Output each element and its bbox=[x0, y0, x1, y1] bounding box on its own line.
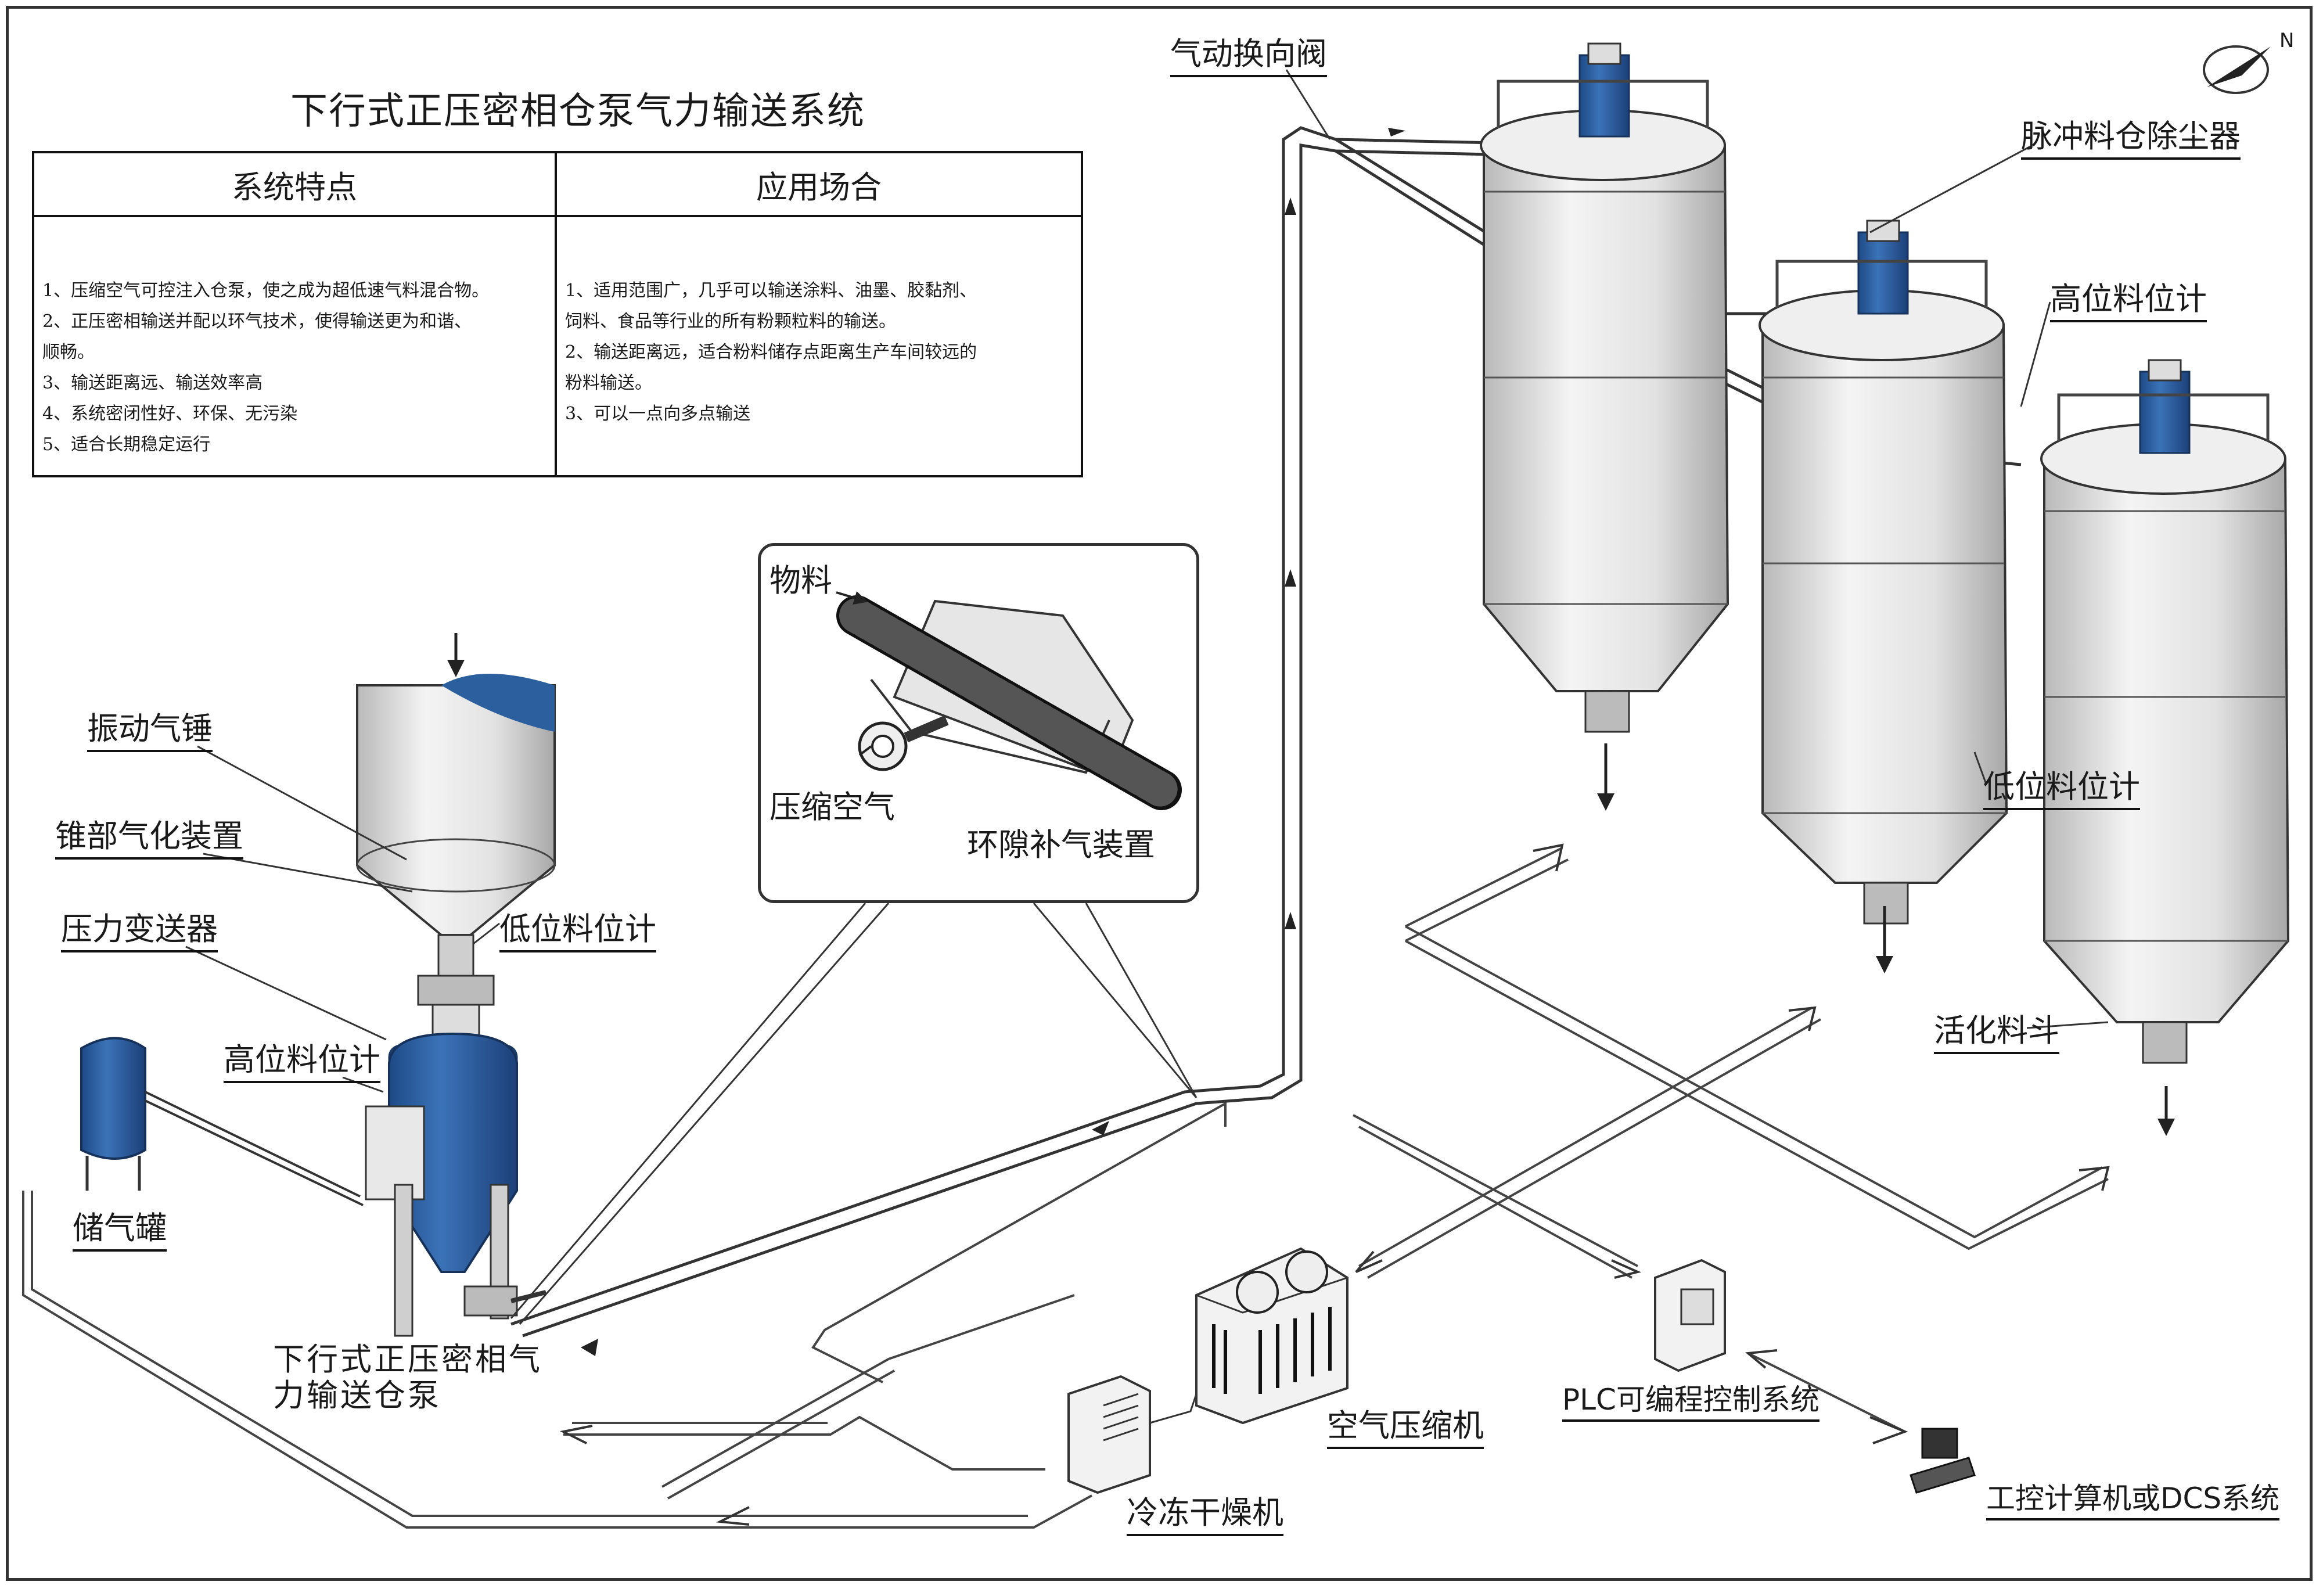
freeze-dryer-icon bbox=[1067, 1375, 1198, 1494]
table-header-features: 系统特点 bbox=[34, 153, 557, 217]
pipe-direction-arrows bbox=[581, 128, 1405, 1356]
feed-hopper bbox=[356, 633, 556, 1052]
feature-line: 3、输送距离远、输送效率高 bbox=[42, 373, 263, 393]
label-low-level-left: 低位料位计 bbox=[499, 903, 656, 952]
label-high-level-left: 高位料位计 bbox=[224, 1034, 380, 1083]
label-pressure-transmitter: 压力变送器 bbox=[61, 903, 218, 952]
application-line: 2、输送距离远，适合粉料储存点距离生产车间较远的 bbox=[565, 342, 977, 362]
pump-name-line: 力输送仓泵 bbox=[273, 1377, 441, 1414]
label-air-tank: 储气罐 bbox=[73, 1202, 167, 1252]
feature-line: 5、适合长期稳定运行 bbox=[42, 434, 211, 455]
plc-cabinet-icon bbox=[1654, 1259, 1726, 1372]
compass-icon bbox=[2203, 45, 2271, 94]
features-cell: 1、压缩空气可控注入仓泵，使之成为超低速气料混合物。 2、正压密相输送并配以环气… bbox=[34, 217, 557, 475]
feature-line: 1、压缩空气可控注入仓泵，使之成为超低速气料混合物。 bbox=[42, 281, 490, 301]
silo-2 bbox=[1759, 220, 2008, 925]
label-air-compressor: 空气压缩机 bbox=[1327, 1400, 1484, 1449]
signal-lines bbox=[22, 847, 2109, 1529]
label-pump-name: 下行式正压密相气 力输送仓泵 bbox=[273, 1342, 542, 1414]
border-frame bbox=[6, 6, 2313, 1581]
inset-callout bbox=[510, 903, 1198, 1325]
pump-vessel bbox=[365, 1032, 546, 1337]
air-compressor-icon bbox=[1195, 1247, 1349, 1425]
label-inset-compressed-air: 压缩空气 bbox=[769, 789, 895, 825]
application-line: 1、适用范围广，几乎可以输送涂料、油墨、胶黏剂、 bbox=[565, 281, 977, 301]
feature-line: 4、系统密闭性好、环保、无污染 bbox=[42, 404, 298, 424]
flow-arrows bbox=[559, 843, 2110, 1526]
label-inset-annular-device: 环隙补气装置 bbox=[967, 826, 1155, 863]
label-freeze-dryer: 冷冻干燥机 bbox=[1127, 1487, 1283, 1536]
feature-line: 2、正压密相输送并配以环气技术，使得输送更为和谐、 bbox=[42, 311, 472, 332]
label-vibration-hammer: 振动气锤 bbox=[87, 703, 213, 752]
application-line: 粉料输送。 bbox=[565, 373, 652, 393]
computer-icon bbox=[1910, 1428, 1976, 1494]
label-pulse-dust-collector: 脉冲料仓除尘器 bbox=[2021, 110, 2241, 160]
diagram-title: 下行式正压密相仓泵气力输送系统 bbox=[290, 90, 865, 133]
label-ipc-dcs: 工控计算机或DCS系统 bbox=[1986, 1475, 2280, 1520]
label-low-level-right: 低位料位计 bbox=[1983, 761, 2140, 810]
annular-air-device-drawing bbox=[836, 591, 1182, 810]
annular-air-inset bbox=[758, 543, 1199, 903]
label-diverter-valve: 气动换向阀 bbox=[1170, 28, 1327, 77]
leader-lines-right bbox=[1285, 69, 2109, 1029]
label-high-level-right: 高位料位计 bbox=[2050, 273, 2207, 322]
application-line: 3、可以一点向多点输送 bbox=[565, 404, 751, 424]
label-activation-hopper: 活化料斗 bbox=[1934, 1005, 2059, 1054]
label-inset-material: 物料 bbox=[769, 562, 832, 599]
application-line: 饲料、食品等行业的所有粉颗粒料的输送。 bbox=[565, 311, 896, 332]
pump-name-line: 下行式正压密相气 bbox=[273, 1341, 542, 1378]
silo-3 bbox=[2040, 359, 2290, 1064]
compass-north-label: N bbox=[2279, 29, 2295, 52]
feature-line: 顺畅。 bbox=[42, 342, 95, 362]
air-tank bbox=[80, 1037, 364, 1206]
silo-discharge-arrows bbox=[1597, 743, 2175, 1136]
leader-lines-left bbox=[185, 745, 500, 1093]
label-cone-aeration: 锥部气化装置 bbox=[55, 810, 243, 860]
applications-cell: 1、适用范围广，几乎可以输送涂料、油墨、胶黏剂、 饲料、食品等行业的所有粉颗粒料… bbox=[557, 217, 1081, 475]
table-header-applications: 应用场合 bbox=[557, 153, 1081, 217]
feature-table: 系统特点 应用场合 1、压缩空气可控注入仓泵，使之成为超低速气料混合物。 2、正… bbox=[32, 151, 1083, 477]
silo-1 bbox=[1480, 42, 1729, 733]
label-plc: PLC可编程控制系统 bbox=[1562, 1376, 1819, 1422]
